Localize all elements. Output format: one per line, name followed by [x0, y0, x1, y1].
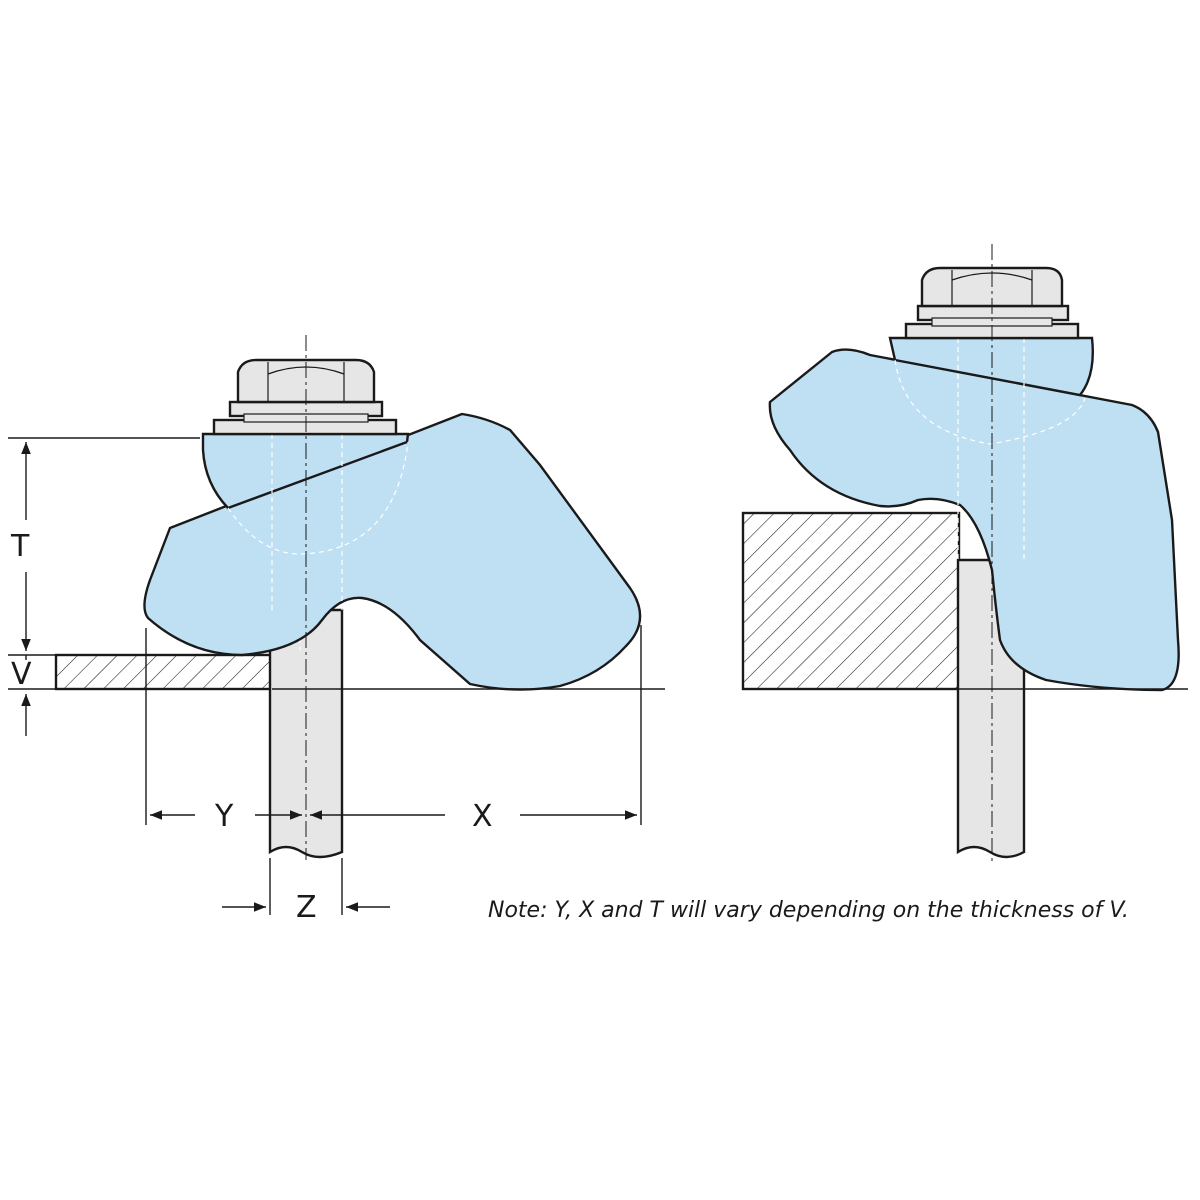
right-spherical-washer [888, 336, 1094, 397]
dimension-label-x: X [472, 799, 493, 834]
note-text: Note: Y, X and T will vary depending on … [488, 898, 1129, 923]
right-clamp-body [768, 348, 1180, 692]
dimension-label-y: Y [214, 799, 234, 834]
left-clamp-body [143, 412, 642, 691]
right-workpiece-block [741, 511, 961, 691]
dimension-label-v: V [11, 657, 32, 692]
dimension-label-z: Z [296, 890, 317, 925]
left-clamp-assembly [54, 335, 642, 860]
left-workpiece-plate [54, 653, 274, 691]
left-hex-nut [236, 358, 376, 404]
right-seat-hidden-arc [894, 359, 1086, 445]
dimension-label-t: T [10, 529, 30, 564]
dimension-lines [8, 437, 665, 915]
left-seat-hidden-arc [227, 441, 409, 555]
right-clamp-assembly [741, 244, 1188, 862]
